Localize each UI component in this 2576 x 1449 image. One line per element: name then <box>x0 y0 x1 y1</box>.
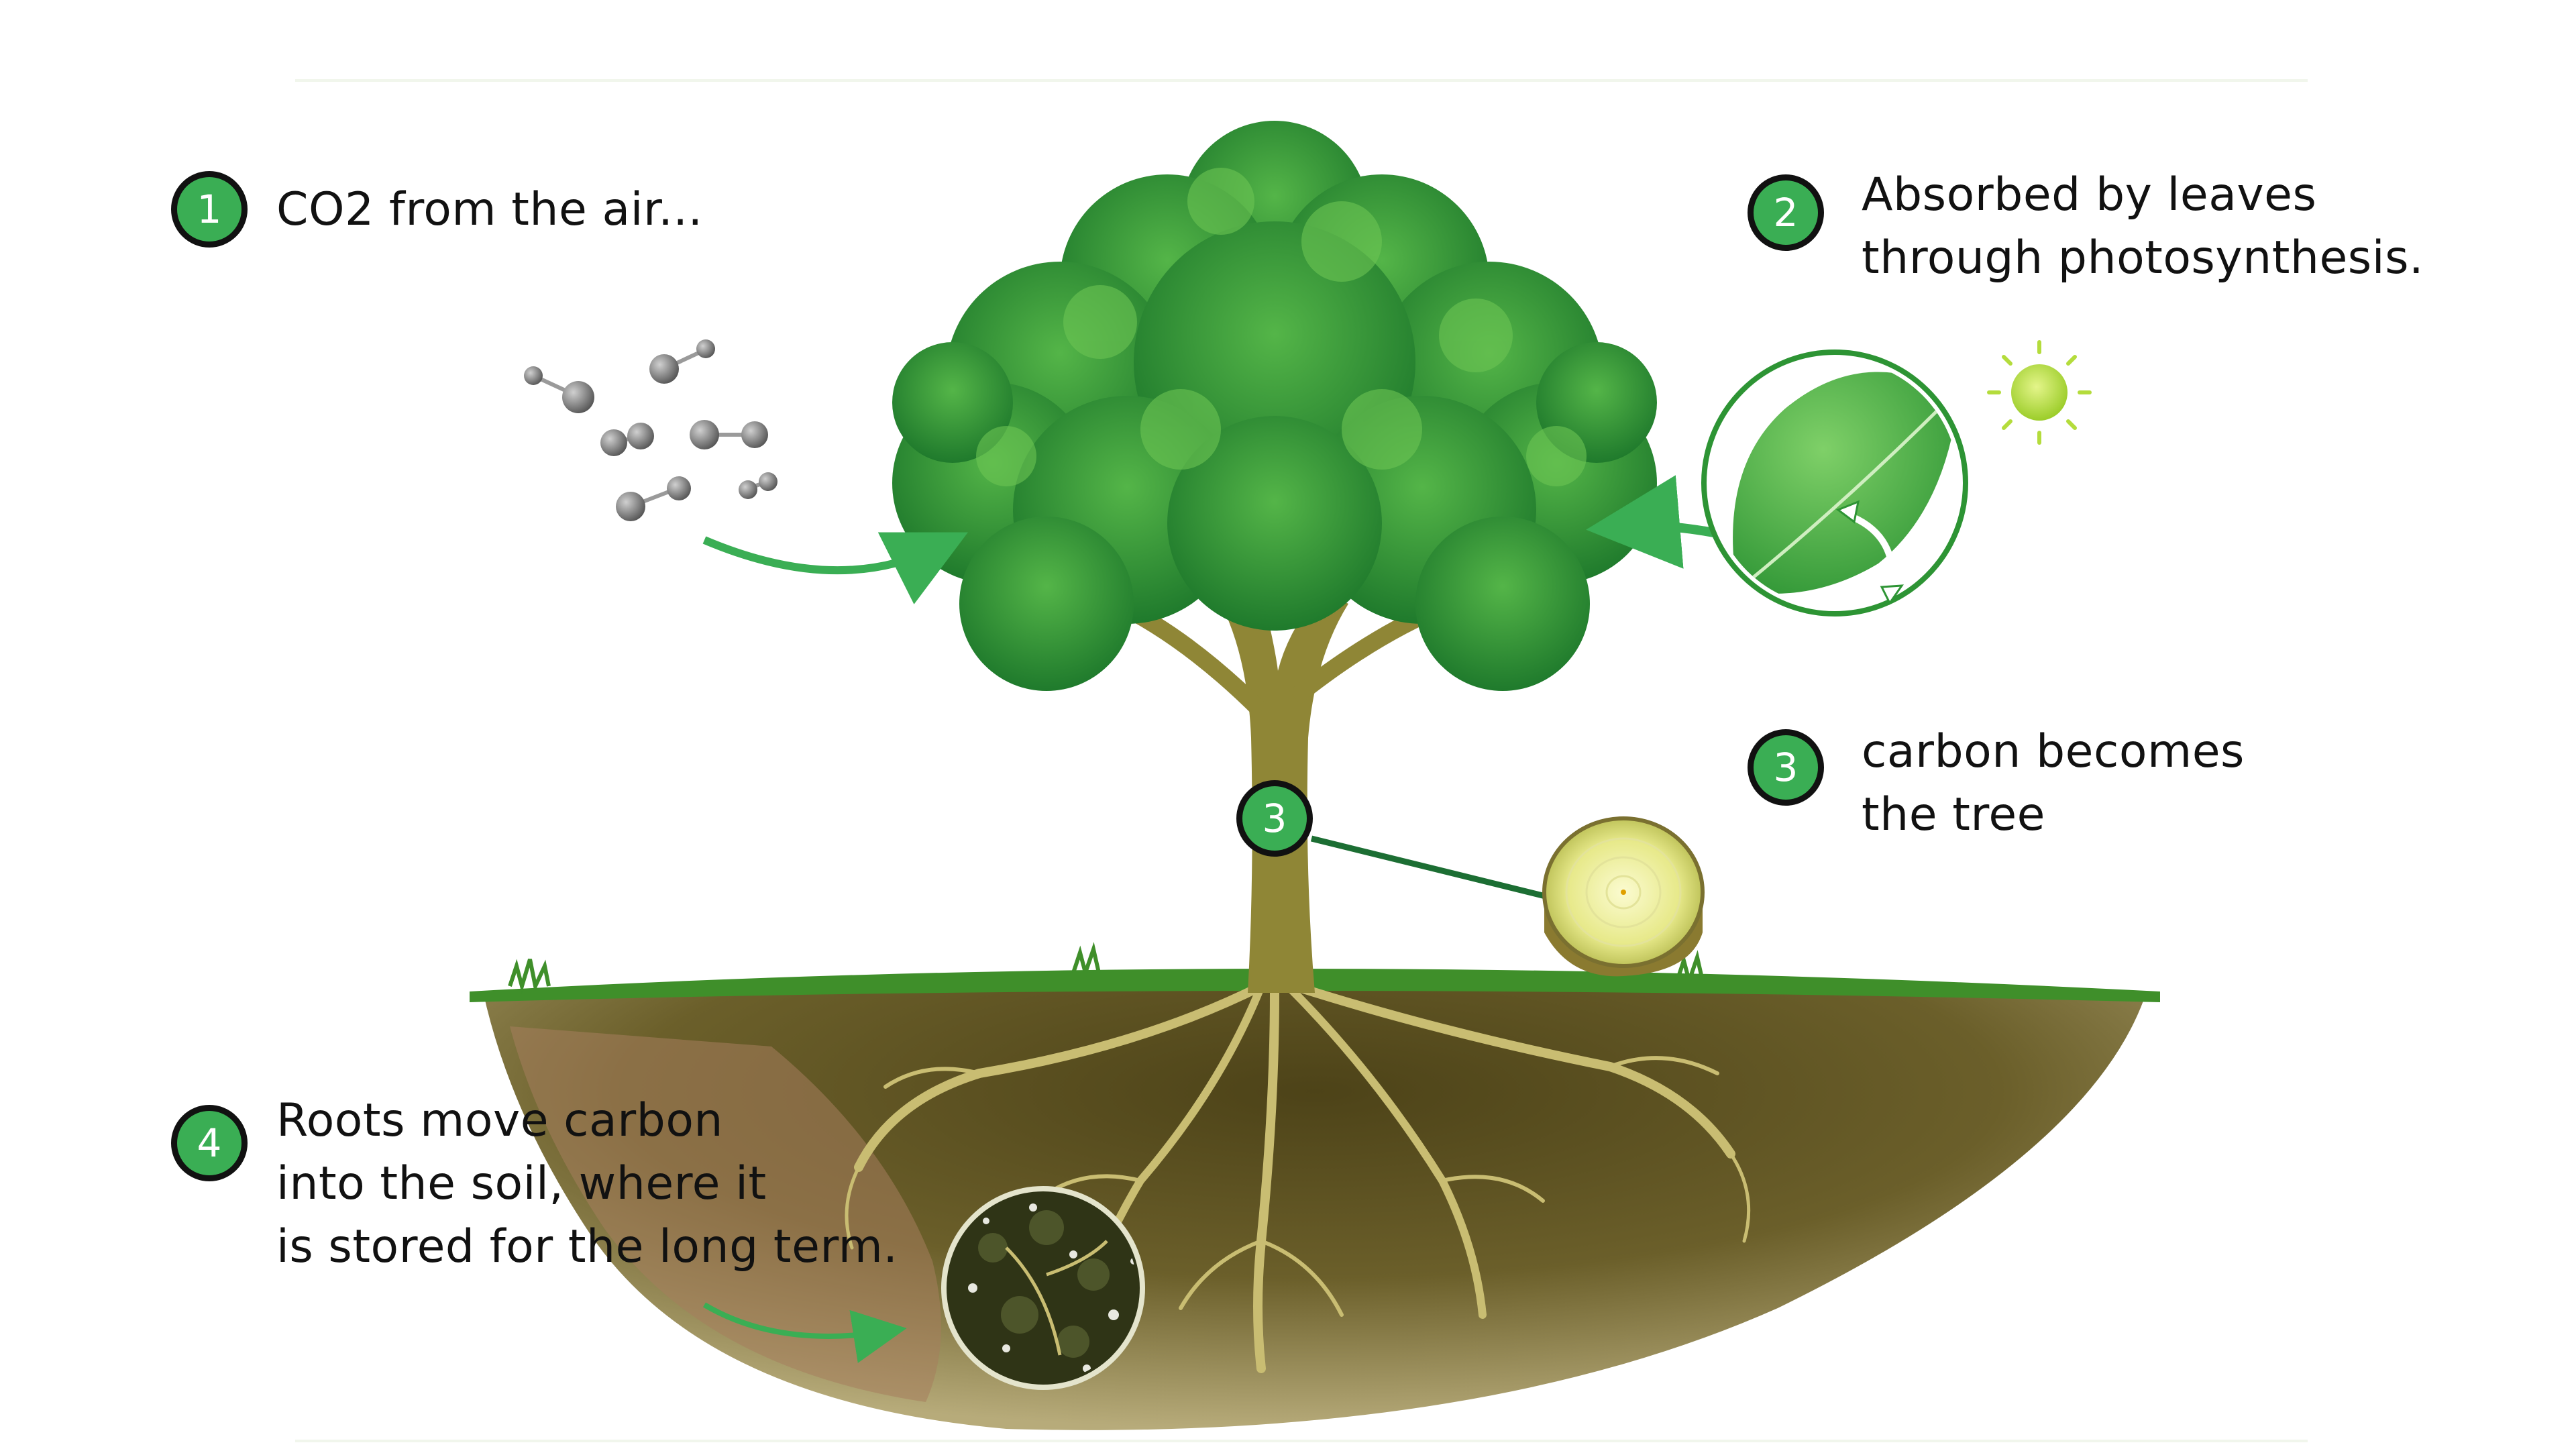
step-3-badge: 3 <box>1748 729 1824 806</box>
co2-molecule-icon <box>524 339 777 521</box>
canopy-highlights <box>976 168 1587 486</box>
soil-magnifier <box>941 1186 1145 1390</box>
step-2-badge: 2 <box>1748 174 1824 251</box>
step-1-label: CO2 from the air... <box>276 178 703 241</box>
trunk-marker-badge: 3 <box>1236 780 1313 857</box>
step-1-line-1: CO2 from the air... <box>276 183 703 236</box>
step-1-badge: 1 <box>171 171 248 248</box>
step-4-badge: 4 <box>171 1105 248 1181</box>
leaf-magnifier <box>1701 350 1968 616</box>
bottom-divider <box>295 1440 2308 1442</box>
trunk-connector <box>1310 835 1558 902</box>
sun-icon <box>1987 340 2092 445</box>
co2-arrow <box>702 532 968 604</box>
top-divider <box>295 79 2308 82</box>
step-2-label: Absorbed by leaves through photosynthesi… <box>1862 164 2424 290</box>
step-4-line-2: into the soil, where it <box>276 1157 767 1210</box>
step-3-line-1: carbon becomes <box>1862 725 2245 778</box>
step-4-line-1: Roots move carbon <box>276 1094 724 1147</box>
step-3-label: carbon becomes the tree <box>1862 720 2245 847</box>
step-3-line-2: the tree <box>1862 788 2046 841</box>
step-4-label: Roots move carbon into the soil, where i… <box>276 1089 898 1279</box>
step-2-line-1: Absorbed by leaves <box>1862 168 2317 221</box>
wood-cross-section <box>1542 816 1705 977</box>
step-2-line-2: through photosynthesis. <box>1862 231 2424 284</box>
step-4-line-3: is stored for the long term. <box>276 1220 898 1273</box>
canopy <box>892 121 1657 691</box>
photosynthesis-arrow <box>1586 475 1719 569</box>
soil-arrow <box>702 1302 907 1363</box>
